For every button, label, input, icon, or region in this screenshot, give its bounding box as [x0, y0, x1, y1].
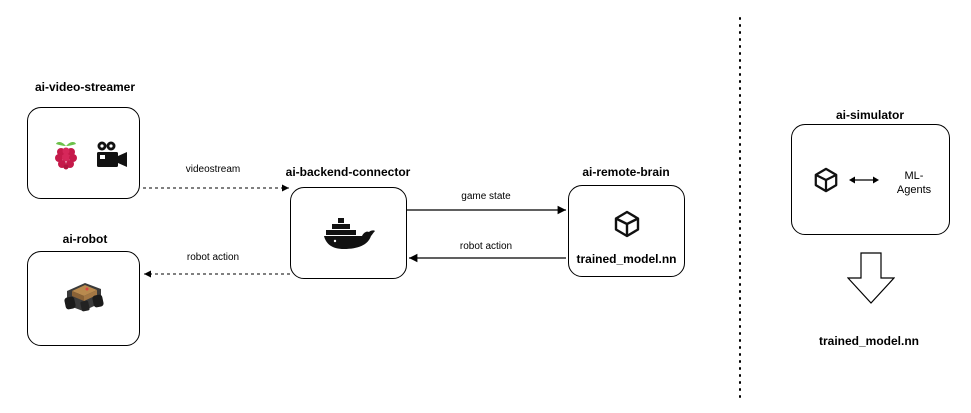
- robot-action-out-label: robot action: [186, 252, 240, 263]
- game-state-label: game state: [461, 191, 511, 202]
- ml-agents-label: ML- Agents: [896, 170, 932, 196]
- simulator-node[interactable]: ML- Agents: [791, 124, 950, 235]
- unity-logo-icon: [814, 167, 838, 193]
- backend-node[interactable]: [290, 187, 407, 279]
- video-streamer-title: ai-video-streamer: [34, 80, 136, 94]
- robot-action-in-label: robot action: [459, 241, 513, 252]
- video-streamer-node[interactable]: [27, 107, 140, 199]
- robot-node[interactable]: [27, 251, 140, 346]
- bidirectional-arrow-icon: [849, 176, 879, 184]
- video-camera-icon: [97, 141, 127, 167]
- remote-brain-node[interactable]: trained_model.nn: [568, 185, 685, 277]
- down-arrow-icon: [847, 252, 895, 304]
- remote-brain-model-label: trained_model.nn: [576, 252, 677, 266]
- unity-logo-icon: [614, 210, 640, 238]
- docker-whale-icon: [324, 218, 375, 249]
- raspberry-pi-icon: [55, 141, 77, 170]
- backend-title: ai-backend-connector: [285, 165, 411, 179]
- videostream-label: videostream: [185, 164, 241, 175]
- remote-brain-title: ai-remote-brain: [582, 165, 670, 179]
- simulator-output-label: trained_model.nn: [818, 334, 920, 348]
- robot-chassis-icon: [64, 283, 104, 312]
- robot-title: ai-robot: [62, 232, 108, 246]
- simulator-title: ai-simulator: [835, 108, 905, 122]
